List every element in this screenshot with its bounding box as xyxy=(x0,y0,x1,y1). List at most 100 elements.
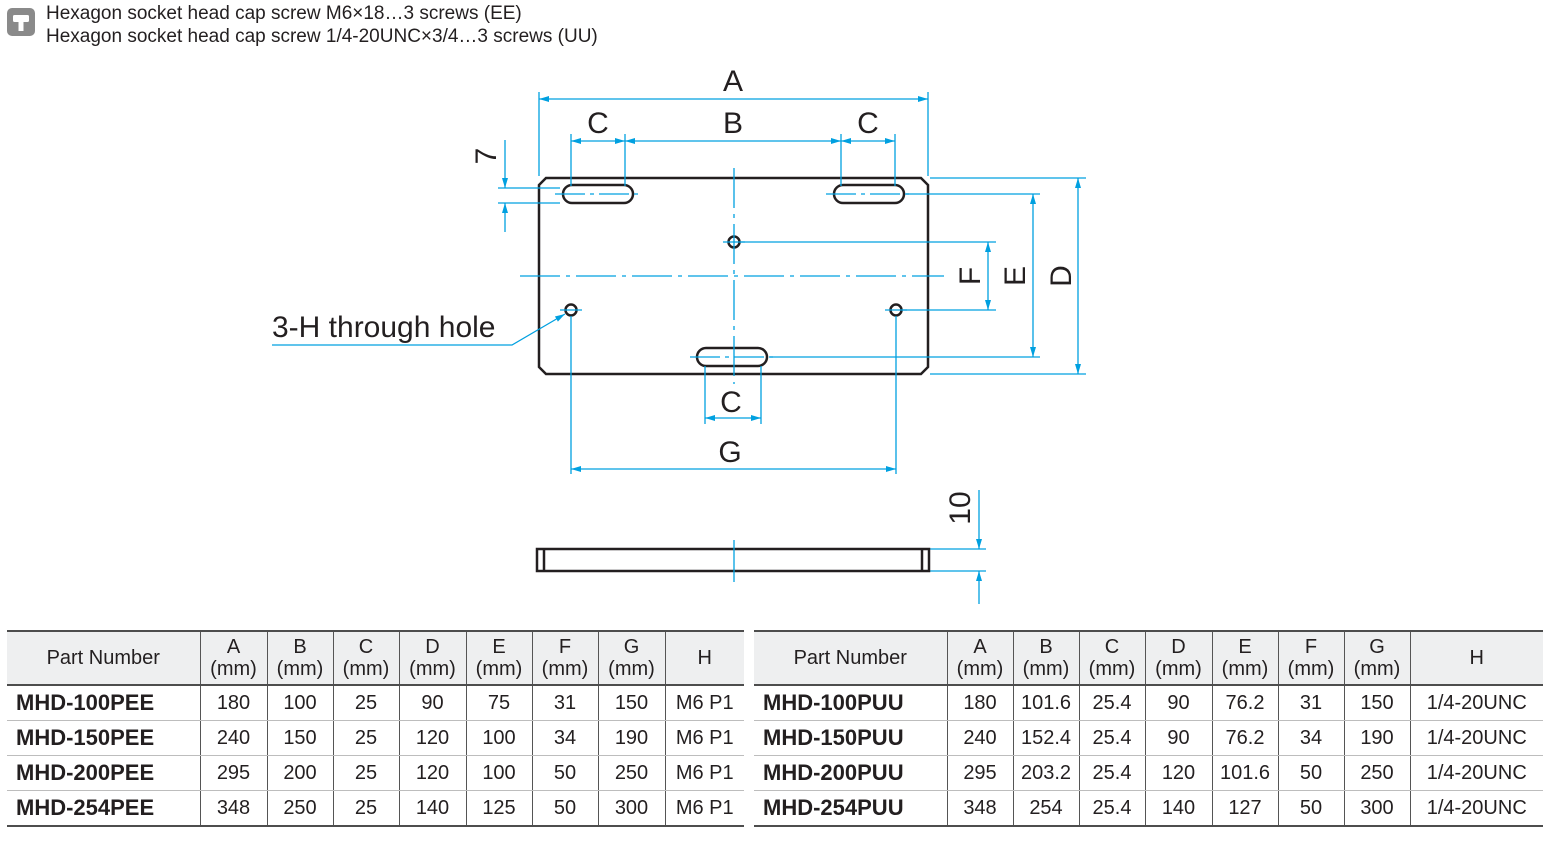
cell-part-number: MHD-200PUU xyxy=(754,755,947,791)
spec-table-uu-header: Part Number A(mm) B(mm) C(mm) D(mm) E(mm… xyxy=(754,630,1543,686)
table-row: MHD-254PEE 348 250 25 140 125 50 300 M6 … xyxy=(7,790,744,827)
cell-part-number: MHD-100PEE xyxy=(7,685,200,721)
cell-h: M6 P1 xyxy=(664,685,744,721)
label-c-bottom: C xyxy=(720,386,742,419)
label-c-left: C xyxy=(587,107,609,140)
cell-c: 25.4 xyxy=(1078,790,1145,827)
cell-a: 240 xyxy=(946,720,1013,756)
screw-note-text: Hexagon socket head cap screw M6×18…3 sc… xyxy=(46,2,598,48)
cell-part-number: MHD-254PEE xyxy=(7,790,200,827)
spec-table-ee: Part Number A(mm) B(mm) C(mm) D(mm) E(mm… xyxy=(7,630,744,827)
cell-a: 240 xyxy=(199,720,267,756)
table-row: MHD-100PUU 180 101.6 25.4 90 76.2 31 150… xyxy=(754,685,1543,721)
cell-g: 250 xyxy=(597,755,665,791)
cell-a: 180 xyxy=(199,685,267,721)
cell-e: 100 xyxy=(465,720,532,756)
table-row: MHD-150PEE 240 150 25 120 100 34 190 M6 … xyxy=(7,720,744,756)
screw-icon xyxy=(7,8,35,36)
cell-a: 295 xyxy=(199,755,267,791)
cell-d: 120 xyxy=(398,755,466,791)
cell-part-number: MHD-100PUU xyxy=(754,685,947,721)
cell-e: 75 xyxy=(465,685,532,721)
col-f: F(mm) xyxy=(531,630,598,686)
screw-note-line-ee: Hexagon socket head cap screw M6×18…3 sc… xyxy=(46,3,522,24)
cell-d: 90 xyxy=(1144,685,1212,721)
cell-a: 295 xyxy=(946,755,1013,791)
label-c-right: C xyxy=(857,107,879,140)
col-c: C(mm) xyxy=(332,630,399,686)
cell-f: 31 xyxy=(531,685,598,721)
table-row: MHD-150PUU 240 152.4 25.4 90 76.2 34 190… xyxy=(754,720,1543,756)
cell-c: 25 xyxy=(332,755,399,791)
cell-b: 200 xyxy=(266,755,333,791)
table-row: MHD-200PUU 295 203.2 25.4 120 101.6 50 2… xyxy=(754,755,1543,791)
cell-f: 50 xyxy=(531,790,598,827)
label-hole: 3-H through hole xyxy=(272,311,495,344)
cell-e: 127 xyxy=(1211,790,1278,827)
cell-e: 76.2 xyxy=(1211,685,1278,721)
cell-f: 34 xyxy=(531,720,598,756)
cell-d: 140 xyxy=(398,790,466,827)
cell-g: 150 xyxy=(1343,685,1410,721)
cell-part-number: MHD-200PEE xyxy=(7,755,200,791)
extension-lines xyxy=(498,92,1086,572)
dimension-lines xyxy=(502,96,1081,604)
cell-b: 152.4 xyxy=(1012,720,1079,756)
cell-a: 180 xyxy=(946,685,1013,721)
cell-c: 25.4 xyxy=(1078,755,1145,791)
label-a: A xyxy=(723,65,743,98)
label-f: F xyxy=(954,267,987,285)
cell-a: 348 xyxy=(199,790,267,827)
col-b: B(mm) xyxy=(1012,630,1079,686)
cell-c: 25 xyxy=(332,790,399,827)
cell-g: 190 xyxy=(597,720,665,756)
cell-h: 1/4-20UNC xyxy=(1409,720,1543,756)
cell-b: 100 xyxy=(266,685,333,721)
cell-f: 34 xyxy=(1277,720,1344,756)
cell-h: 1/4-20UNC xyxy=(1409,685,1543,721)
cell-h: M6 P1 xyxy=(664,790,744,827)
col-d: D(mm) xyxy=(398,630,466,686)
col-g: G(mm) xyxy=(597,630,665,686)
cell-b: 250 xyxy=(266,790,333,827)
col-part-number: Part Number xyxy=(754,630,947,686)
col-c: C(mm) xyxy=(1078,630,1145,686)
cell-f: 50 xyxy=(531,755,598,791)
spec-table-uu: Part Number A(mm) B(mm) C(mm) D(mm) E(mm… xyxy=(754,630,1543,827)
cell-e: 100 xyxy=(465,755,532,791)
cell-h: M6 P1 xyxy=(664,720,744,756)
plate-side-view xyxy=(535,547,931,573)
label-slot-offset: 7 xyxy=(470,148,503,165)
col-h: H xyxy=(1409,630,1543,686)
label-e: E xyxy=(999,266,1032,286)
screw-note-line-uu: Hexagon socket head cap screw 1/4-20UNC×… xyxy=(46,26,598,47)
table-row: MHD-254PUU 348 254 25.4 140 127 50 300 1… xyxy=(754,790,1543,827)
col-e: E(mm) xyxy=(1211,630,1278,686)
cell-c: 25 xyxy=(332,720,399,756)
label-b: B xyxy=(723,107,743,140)
cell-part-number: MHD-150PEE xyxy=(7,720,200,756)
cell-c: 25.4 xyxy=(1078,720,1145,756)
col-a: A(mm) xyxy=(946,630,1013,686)
col-g: G(mm) xyxy=(1343,630,1410,686)
cell-part-number: MHD-150PUU xyxy=(754,720,947,756)
col-f: F(mm) xyxy=(1277,630,1344,686)
cell-d: 90 xyxy=(1144,720,1212,756)
cell-d: 90 xyxy=(398,685,466,721)
cell-d: 140 xyxy=(1144,790,1212,827)
cell-g: 300 xyxy=(1343,790,1410,827)
cell-d: 120 xyxy=(1144,755,1212,791)
cell-h: 1/4-20UNC xyxy=(1409,755,1543,791)
cell-h: 1/4-20UNC xyxy=(1409,790,1543,827)
cell-b: 203.2 xyxy=(1012,755,1079,791)
cell-f: 31 xyxy=(1277,685,1344,721)
hole-leader xyxy=(272,313,566,346)
cell-f: 50 xyxy=(1277,790,1344,827)
cell-e: 101.6 xyxy=(1211,755,1278,791)
cell-g: 190 xyxy=(1343,720,1410,756)
table-row: MHD-100PEE 180 100 25 90 75 31 150 M6 P1 xyxy=(7,685,744,721)
cell-b: 254 xyxy=(1012,790,1079,827)
label-thickness: 10 xyxy=(944,491,977,524)
plate-outline xyxy=(537,176,930,376)
